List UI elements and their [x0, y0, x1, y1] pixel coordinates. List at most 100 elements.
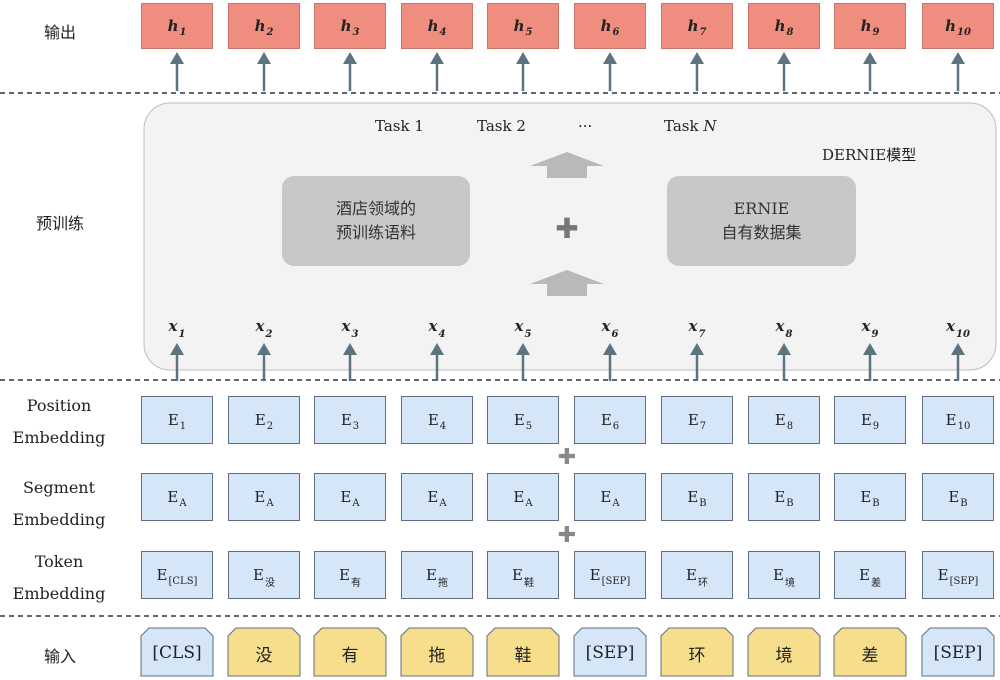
output-symbol: h — [860, 17, 872, 35]
model-panel — [143, 102, 997, 371]
input-vector-symbol: x — [861, 317, 871, 335]
corpus-box: 酒店领域的预训练语料 — [282, 176, 470, 266]
input-token-text: 拖 — [428, 645, 446, 666]
input-token-text: [SEP] — [585, 643, 635, 663]
input-arrow-head — [603, 343, 617, 355]
token-embedding-box-symbol: E — [859, 566, 870, 584]
label-position-embedding-line: Embedding — [12, 428, 106, 447]
label-pretrain: 预训练 — [20, 208, 100, 240]
position-embedding-box-subscript: 6 — [612, 420, 620, 432]
position-embedding-box-symbol: E — [687, 411, 699, 429]
input-vector-symbol: x — [688, 317, 698, 335]
output-arrow-head — [603, 52, 617, 64]
position-embedding-box-symbol: E — [167, 411, 179, 429]
input-token-shape — [921, 627, 995, 677]
segment-embedding-box-symbol: E — [687, 488, 699, 506]
position-embedding-box-symbol: E — [340, 411, 352, 429]
position-embedding-box-subscript: 1 — [179, 420, 187, 432]
input-vector-label: x6 — [590, 317, 630, 340]
task-label-n: N — [703, 117, 717, 135]
token-embedding-box-subscript: 境 — [784, 577, 795, 589]
input-token: 没 — [228, 630, 300, 676]
label-input-line: 输入 — [43, 647, 76, 666]
label-position-embedding-line: Position — [26, 396, 92, 415]
input-token-shape — [486, 627, 560, 677]
token-embedding-box-symbol: E — [589, 566, 601, 584]
input-token-text: [CLS] — [152, 643, 202, 663]
output-symbol: h — [427, 17, 439, 35]
input-vector-label: x5 — [503, 317, 543, 340]
input-vector-label: x2 — [244, 317, 284, 340]
input-vector-subscript: 5 — [524, 329, 532, 340]
segment-embedding-box-subscript: A — [179, 497, 187, 509]
input-token: 境 — [748, 630, 820, 676]
input-token-shape — [660, 627, 734, 677]
task-label: ··· — [578, 117, 592, 135]
task-label: Task 1 — [375, 117, 424, 135]
position-embedding-box-symbol: E — [427, 411, 439, 429]
segment-embedding-box-symbol: E — [427, 488, 439, 506]
input-token-text: [SEP] — [933, 643, 983, 663]
segment-embedding-box-subscript: B — [872, 497, 880, 509]
position-embedding-box-subscript: 2 — [266, 420, 274, 432]
segment-embedding-box-subscript: B — [786, 497, 794, 509]
input-vector-symbol: x — [168, 317, 178, 335]
token-embedding-box-symbol: E — [426, 566, 437, 584]
segment-embedding-box-subscript: A — [352, 497, 360, 509]
output-arrow-head — [343, 52, 357, 64]
task-label-prefix: Task — [664, 117, 704, 135]
input-token-text: 没 — [255, 645, 273, 666]
corpus-line: 酒店领域的 — [335, 199, 416, 218]
model-up-arrow — [530, 270, 604, 296]
label-segment-embedding-line: Segment — [22, 478, 96, 497]
segment-embedding-box-symbol: E — [340, 488, 352, 506]
input-vector-subscript: 9 — [871, 329, 879, 340]
segment-embedding-box-symbol: E — [513, 488, 525, 506]
position-embedding-box-symbol: E — [600, 411, 612, 429]
input-vector-label: x1 — [157, 317, 197, 340]
output-arrow-head — [516, 52, 530, 64]
token-embedding-box-subscript: 鞋 — [523, 577, 534, 589]
input-token-shape — [573, 627, 647, 677]
token-embedding-box-subscript: 环 — [697, 577, 708, 589]
input-vector-label: x8 — [764, 317, 804, 340]
input-token-text: 有 — [341, 645, 359, 666]
segment-embedding-box-subscript: B — [699, 497, 707, 509]
input-arrow-head — [777, 343, 791, 355]
input-vector-symbol: x — [775, 317, 785, 335]
model-name: DERNIE模型 — [822, 144, 916, 165]
input-token: 拖 — [401, 630, 473, 676]
output-arrow-head — [951, 52, 965, 64]
embedding-plus-icon: ✚ — [553, 524, 581, 548]
input-token: [CLS] — [141, 630, 213, 676]
token-embedding-box-symbol: E — [339, 566, 350, 584]
token-embedding-box-symbol: E — [156, 566, 168, 584]
model-plus-symbol: ✚ — [555, 212, 579, 245]
input-arrow-head — [343, 343, 357, 355]
position-embedding-box-symbol: E — [774, 411, 786, 429]
output-subscript: 4 — [439, 26, 447, 38]
output-subscript: 3 — [352, 26, 360, 38]
output-symbol: h — [167, 17, 179, 35]
input-token-text: 环 — [688, 645, 706, 666]
position-embedding-box-symbol: E — [945, 411, 957, 429]
input-arrow-head — [170, 343, 184, 355]
label-output: 输出 — [20, 17, 100, 49]
token-embedding-box-symbol: E — [937, 566, 949, 584]
input-token-text: 境 — [775, 645, 793, 666]
input-token-shape — [747, 627, 821, 677]
